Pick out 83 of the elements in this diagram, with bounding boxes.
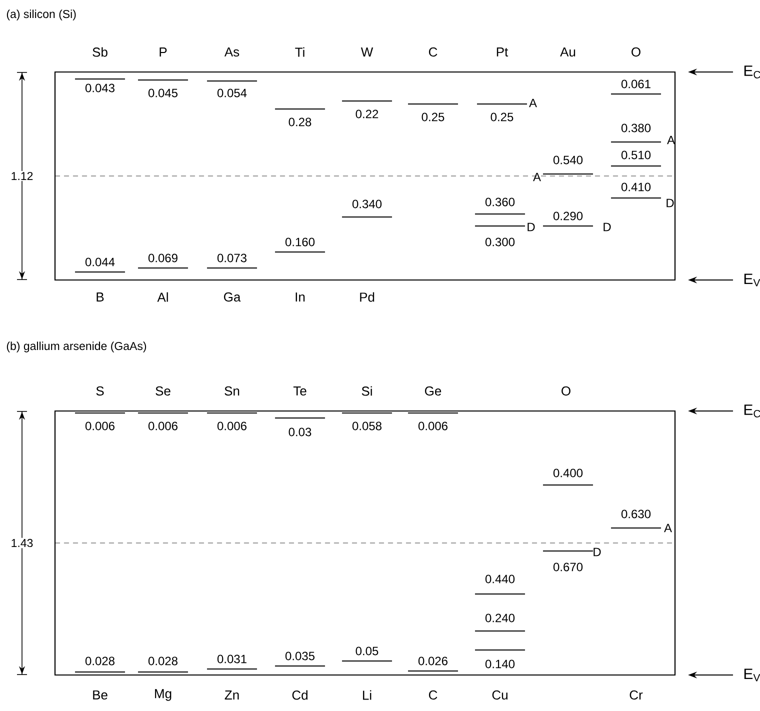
level-type-letter: D	[528, 222, 535, 232]
element-symbol: Cu	[492, 690, 508, 700]
energy-level: 0.160	[274, 238, 326, 252]
element-symbol: P	[160, 48, 167, 56]
energy-level: 0.380	[610, 124, 662, 142]
energy-level: 0.054	[206, 80, 258, 98]
energy-level: 0.006	[408, 412, 458, 430]
energy-level: 0.044	[74, 258, 126, 272]
element-symbol: Ge	[425, 386, 442, 396]
energy-level: 0.061	[610, 80, 662, 94]
energy-level: 0.006	[138, 412, 188, 430]
element-symbol: Al	[157, 292, 168, 302]
energy-level: 0.240	[474, 614, 526, 632]
energy-level: 0.25	[476, 104, 528, 122]
energy-level: 0.073	[206, 254, 258, 268]
energy-level: 0.043	[74, 78, 126, 92]
energy-level: 0.069	[138, 254, 188, 268]
level-type-letter: D	[666, 198, 674, 208]
element-symbol: Pt	[496, 47, 508, 56]
energy-level: 0.630	[610, 510, 662, 528]
energy-level: 0.440	[474, 574, 526, 594]
element-symbol: S	[96, 386, 104, 396]
element-symbol: C	[428, 47, 438, 57]
energy-level: 0.140	[474, 650, 526, 668]
energy-level: 0.28	[274, 108, 326, 126]
band-edge-label: E$_{V}$	[744, 274, 760, 286]
element-symbol: Cr	[630, 690, 643, 700]
energy-level: 0.031	[206, 654, 258, 670]
element-symbol: W	[360, 48, 374, 56]
element-symbol: Be	[93, 690, 108, 700]
energy-level: 0.400	[542, 468, 594, 486]
element-symbol: Zn	[224, 690, 239, 700]
energy-level: 0.340	[342, 200, 392, 218]
level-type-letter: D	[604, 222, 611, 232]
element-symbol: Sb	[92, 47, 108, 57]
band-gap-value: 1.43	[10, 538, 34, 548]
energy-level: 0.028	[138, 656, 188, 672]
element-symbol: B	[96, 292, 104, 302]
energy-level: 0.290	[542, 212, 594, 226]
element-symbol: O	[562, 386, 570, 396]
element-symbol: In	[296, 292, 305, 302]
band-edge-label: E$_{V}$	[744, 668, 760, 682]
energy-level: 0.006	[206, 412, 258, 430]
element-symbol: Cd	[292, 690, 308, 700]
element-symbol: C	[428, 690, 438, 700]
level-type-letter: A	[667, 136, 675, 144]
energy-level: 0.035	[274, 652, 326, 666]
element-symbol: Ti	[295, 47, 304, 57]
element-symbol: Sn	[224, 386, 240, 396]
level-type-letter: A	[533, 172, 541, 182]
element-symbol: Te	[293, 386, 306, 396]
band-edge-label: E$_{C}$	[744, 404, 760, 418]
panel-title: (a) silicon (Si)	[6, 10, 76, 20]
energy-level: 0.540	[542, 156, 594, 174]
energy-level: 0.028	[74, 656, 126, 672]
element-symbol: Se	[156, 386, 170, 396]
element-symbol: Pd	[360, 292, 374, 302]
energy-level: 0.026	[408, 656, 458, 672]
element-symbol: Ga	[224, 292, 241, 302]
element-symbol: Li	[363, 690, 372, 700]
element-symbol: Si	[362, 386, 372, 396]
element-symbol: Au	[560, 47, 576, 57]
panel-title: (b) gallium arsenide (GaAs)	[6, 342, 146, 352]
energy-level: 0.300	[474, 226, 526, 246]
band-edge-label: E$_{C}$	[744, 66, 760, 78]
level-type-letter: A	[529, 98, 537, 108]
energy-level: 0.670	[542, 550, 594, 572]
energy-level: 0.410	[610, 182, 662, 198]
energy-level: 0.006	[74, 412, 126, 430]
energy-level: 0.22	[342, 100, 392, 118]
element-symbol: Mg	[155, 689, 172, 701]
element-symbol: As	[224, 47, 240, 57]
energy-level: 0.510	[610, 150, 662, 166]
energy-level: 0.360	[474, 198, 526, 214]
level-type-letter: D	[594, 548, 601, 556]
energy-level: 0.03	[274, 418, 326, 436]
element-symbol: O	[632, 47, 640, 57]
energy-level: 0.045	[138, 80, 188, 98]
level-type-letter: A	[664, 524, 672, 532]
band-gap-value: 1.12	[10, 170, 34, 181]
energy-level: 0.25	[408, 104, 458, 122]
energy-level: 0.058	[342, 412, 392, 430]
energy-level: 0.05	[342, 646, 392, 662]
